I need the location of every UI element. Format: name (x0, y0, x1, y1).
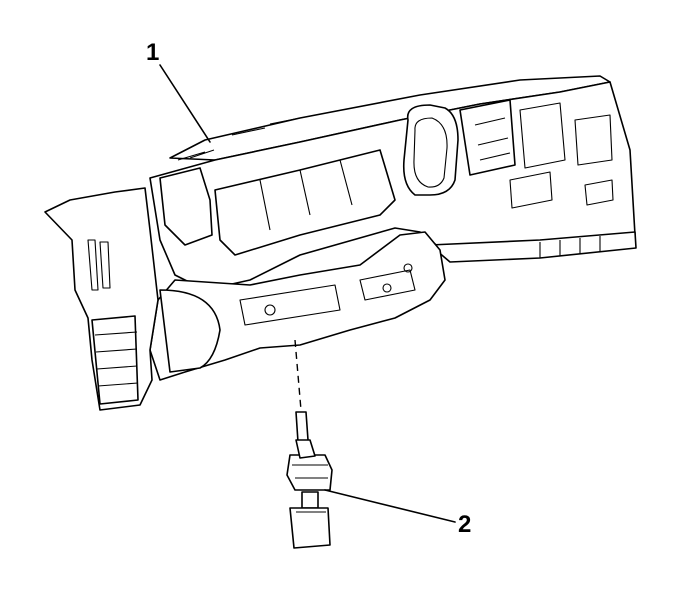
connection-line (294, 339, 302, 411)
leader-lines (159, 64, 456, 523)
instrument-panel (44, 75, 637, 411)
callout-label-1: 1 (146, 39, 159, 66)
callout-label-2: 2 (458, 511, 471, 538)
relay-module (286, 411, 333, 549)
